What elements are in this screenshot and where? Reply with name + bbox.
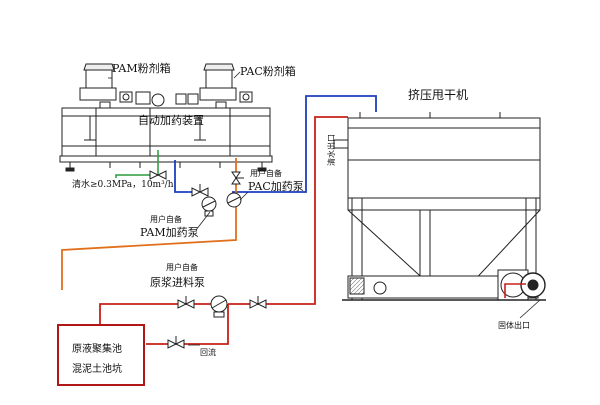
feed-line (99, 116, 348, 325)
mixer-motors (99, 91, 227, 111)
valve-pac (231, 171, 244, 185)
tank-label-line1: 原液聚集池 (72, 342, 122, 355)
valve-return (167, 336, 185, 349)
pac-pump-label: PAC加药泵 (248, 180, 304, 193)
pam-pump-note: 用户自备 (150, 214, 182, 224)
return-flow-label: 回流 (200, 347, 216, 357)
valve-feed-1 (177, 296, 195, 309)
feed-pump-note: 用户自备 (166, 262, 198, 272)
pam-hopper (79, 63, 133, 103)
solid-outlet-line (504, 283, 526, 298)
pam-dosing-line (61, 158, 237, 290)
feed-pump-label: 原浆进料泵 (150, 275, 205, 289)
feed-pump-symbol (210, 295, 228, 318)
pac-hopper (199, 63, 253, 103)
dryer-label: 挤压甩干机 (408, 87, 468, 102)
slurry-tank (57, 324, 145, 386)
pam-box-label: PAM粉剂箱 (112, 61, 171, 75)
solid-outlet-label: 固体出口 (498, 320, 530, 330)
pam-pump-label: PAM加药泵 (140, 226, 199, 239)
clear-water-line (115, 150, 159, 178)
tank-label-line2: 混泥土池坑 (72, 362, 122, 375)
dosing-unit (59, 63, 273, 172)
water-spec-label: 清水≥0.3MPa，10m³/h (72, 178, 174, 190)
valve-feed-2 (249, 296, 267, 309)
pac-dosing-line (174, 95, 377, 193)
pac-pump-note: 用户自备 (250, 168, 282, 178)
valve-water (149, 170, 167, 180)
pac-box-label: PAC粉剂箱 (240, 64, 296, 78)
valve-pam (191, 184, 209, 197)
dewatering-machine (333, 112, 546, 301)
pac-pump-symbol (226, 192, 242, 208)
clear-water-outlet-label: 清水出口 (326, 134, 336, 166)
dosing-device-label: 自动加药装置 (138, 114, 204, 127)
